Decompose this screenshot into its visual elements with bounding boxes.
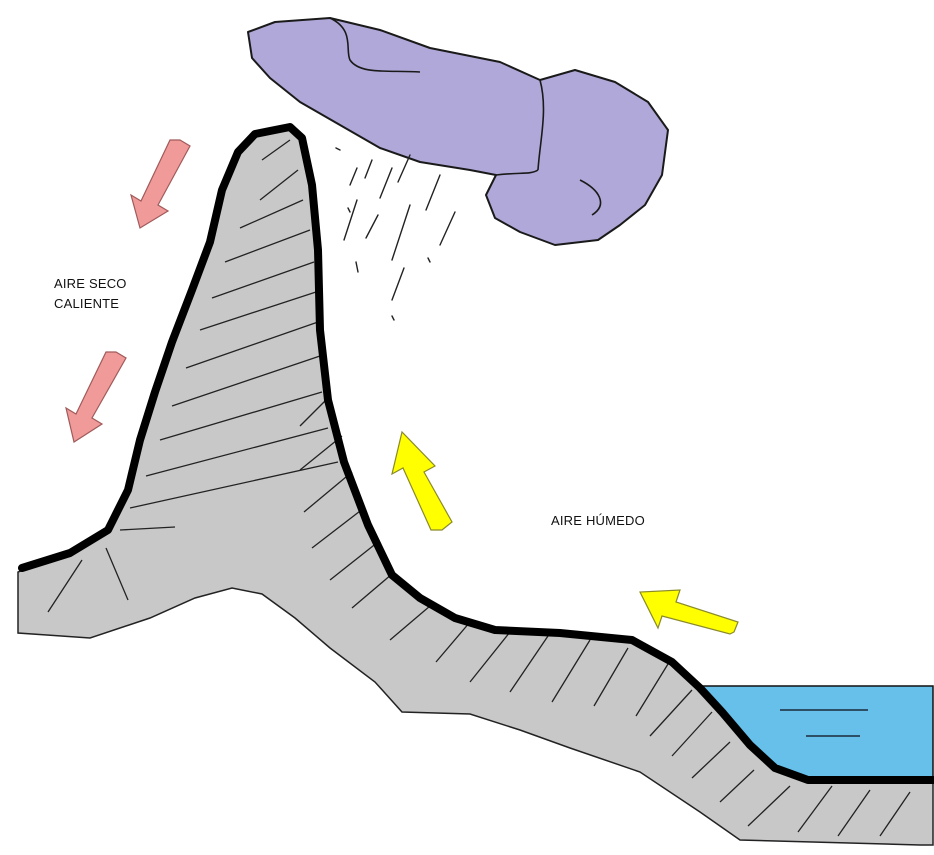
dry-air-label-line1: AIRE SECO <box>54 274 127 294</box>
humid-air-arrows <box>392 432 738 634</box>
arrow-up-left-icon <box>392 432 452 530</box>
dry-air-label-line2: CALIENTE <box>54 294 119 314</box>
arrow-down-left-icon <box>66 352 126 442</box>
humid-air-label: AIRE HÚMEDO <box>551 511 645 531</box>
rain-streaks <box>336 148 455 320</box>
arrow-down-left-icon <box>131 140 190 228</box>
arrow-up-left-icon <box>640 590 738 634</box>
